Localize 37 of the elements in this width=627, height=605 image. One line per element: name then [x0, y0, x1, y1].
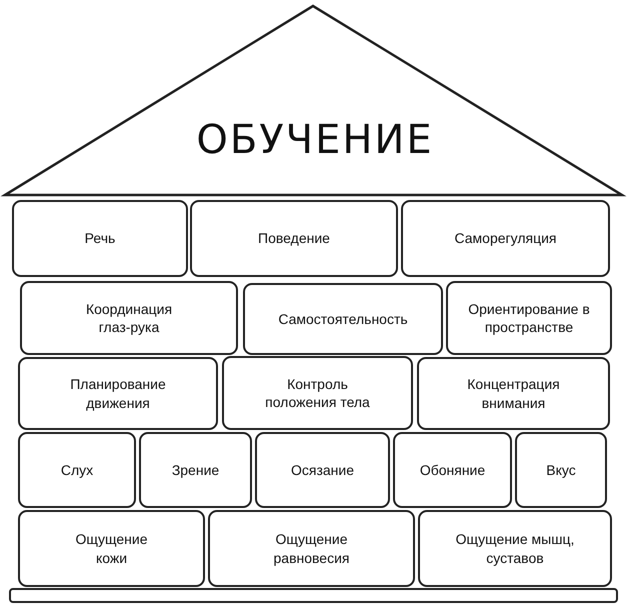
brick-label: Концентрация внимания [466, 375, 561, 412]
brick [190, 200, 398, 277]
foundation-bar [9, 588, 618, 603]
brick-label: Саморегуляция [453, 229, 558, 248]
brick-label: Самостоятельность [277, 310, 409, 328]
brick [418, 510, 612, 587]
brick [18, 510, 205, 587]
brick-label: Координация глаз-рука [84, 300, 174, 336]
brick [393, 432, 512, 508]
brick [18, 357, 218, 430]
brick-label: Вкус [545, 460, 577, 480]
brick-label: Поведение [257, 229, 331, 248]
roof-title: ОБУЧЕНИЕ [196, 117, 434, 163]
brick-label: Зрение [170, 460, 220, 480]
house-roof [0, 4, 626, 196]
brick-label: Планирование движения [69, 375, 167, 412]
brick-label: Ориентирование в пространстве [467, 300, 591, 336]
brick-label: Осязание [290, 460, 355, 480]
brick [208, 510, 415, 587]
brick [18, 432, 136, 508]
brick [20, 281, 238, 355]
brick-label: Речь [84, 229, 116, 248]
brick [401, 200, 610, 277]
brick [222, 356, 413, 430]
brick [243, 283, 443, 355]
brick [417, 357, 610, 430]
brick-label: Ощущение равновесия [272, 530, 350, 567]
brick-label: Ощущение мышц, суставов [454, 530, 576, 567]
brick [446, 281, 612, 355]
brick [12, 200, 188, 277]
brick-label: Ощущение кожи [74, 530, 149, 567]
brick [515, 432, 607, 508]
brick [139, 432, 252, 508]
brick-label: Слух [60, 460, 94, 480]
brick-label: Обоняние [418, 460, 486, 480]
brick-label: Контроль положения тела [264, 374, 371, 412]
brick [255, 432, 390, 508]
